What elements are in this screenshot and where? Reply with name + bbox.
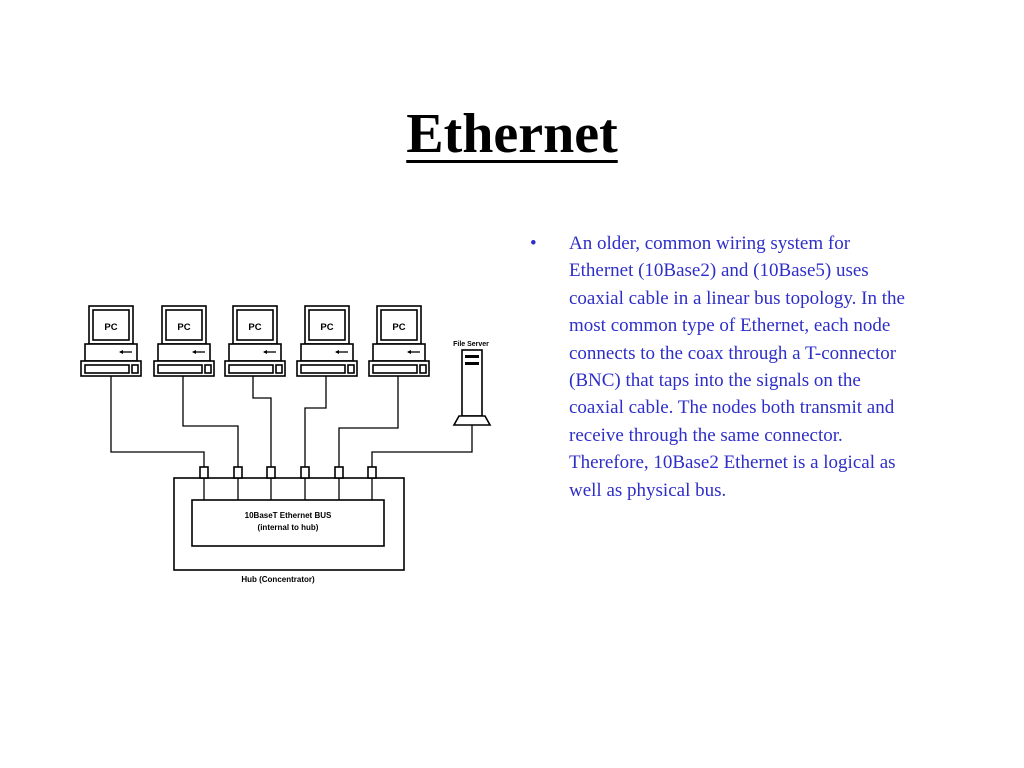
cable-pc-5	[338, 376, 399, 467]
bullet-text: An older, common wiring system for Ether…	[569, 233, 905, 501]
cable-pc-3	[252, 376, 272, 467]
cable-pc-4	[304, 376, 327, 467]
cable-pc-1	[110, 376, 205, 467]
bus-box	[191, 499, 385, 547]
hub-ports	[199, 466, 377, 500]
pc-1: PC	[80, 305, 142, 377]
pc-2: PC	[153, 305, 215, 377]
hub-label: Hub (Concentrator)	[241, 575, 315, 584]
pc-5: PC	[368, 305, 430, 377]
pc-group: PC PC PC	[80, 305, 430, 377]
pc-4: PC	[296, 305, 358, 377]
file-server: File Server	[452, 341, 492, 426]
file-server-label: File Server	[453, 341, 489, 348]
cables	[110, 376, 473, 467]
pc-4-label: PC	[320, 322, 333, 333]
cable-file-server	[371, 425, 473, 467]
slide-title: Ethernet	[406, 103, 618, 165]
bus-label-line1: 10BaseT Ethernet BUS	[245, 511, 332, 520]
pc-1-label: PC	[104, 322, 117, 333]
bullet-marker: •	[530, 233, 537, 254]
bus-label-line2: (internal to hub)	[258, 523, 319, 532]
pc-3: PC	[224, 305, 286, 377]
pc-2-label: PC	[177, 322, 190, 333]
hub: 10BaseT Ethernet BUS (internal to hub) H…	[173, 466, 405, 584]
pc-3-label: PC	[248, 322, 261, 333]
cable-pc-2	[182, 376, 239, 467]
bullet-list: • An older, common wiring system for Eth…	[530, 230, 910, 504]
pc-5-label: PC	[392, 322, 405, 333]
